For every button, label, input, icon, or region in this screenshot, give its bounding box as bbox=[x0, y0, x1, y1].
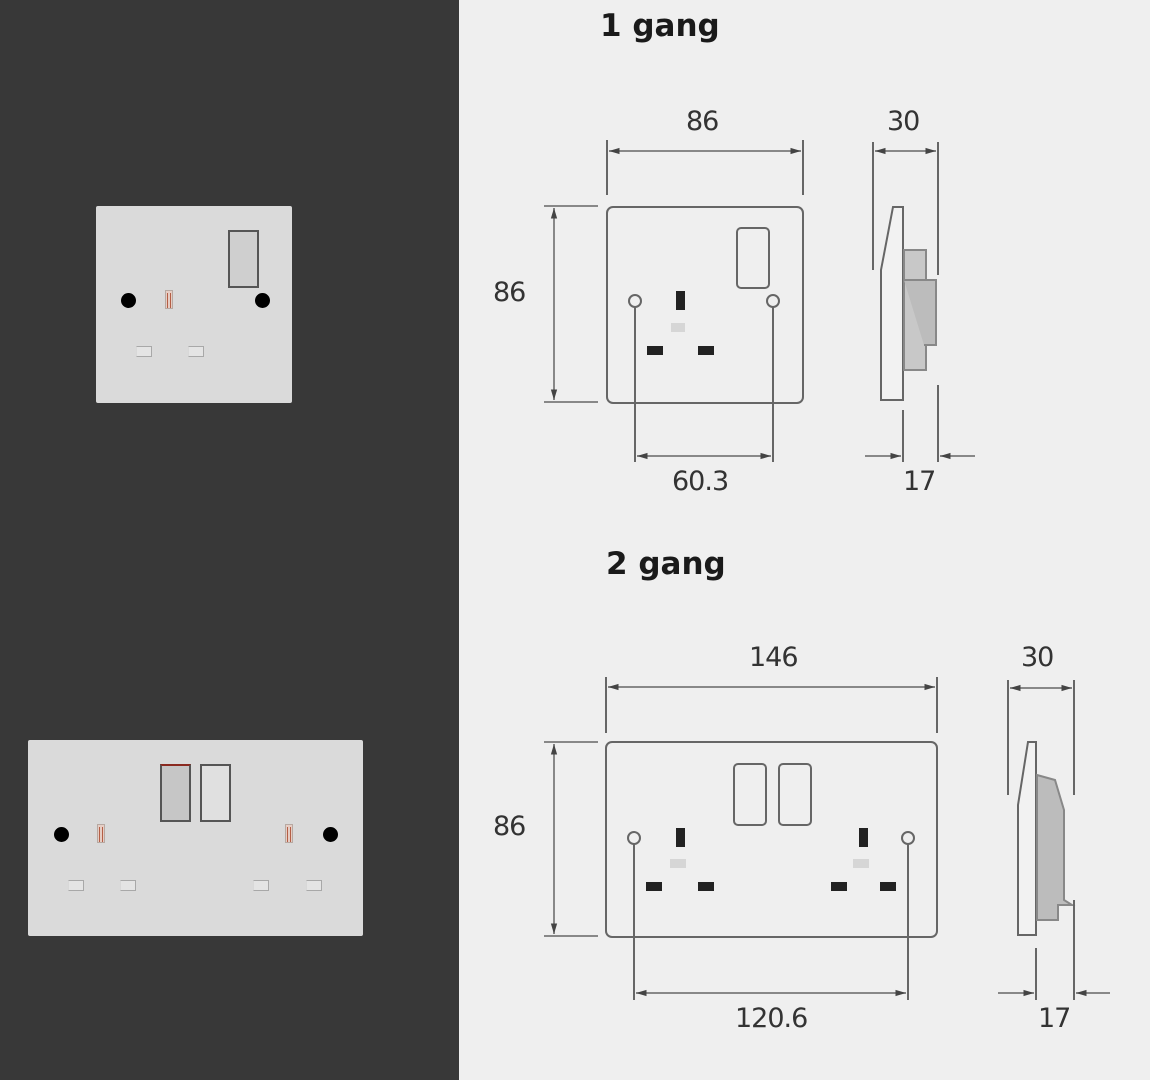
neutral-pin-slot bbox=[306, 880, 322, 891]
two-gang-front-outline bbox=[605, 741, 938, 938]
two-gang-title: 2 gang bbox=[606, 546, 726, 582]
one-gang-width-dimension: 86 bbox=[686, 106, 719, 137]
live-pin-slot bbox=[136, 346, 152, 357]
live-pin-slot bbox=[68, 880, 84, 891]
fixing-screw-icon bbox=[323, 827, 338, 842]
earth-pin-slot bbox=[97, 824, 105, 843]
fixing-screw-icon bbox=[54, 827, 69, 842]
one-gang-front-outline bbox=[606, 206, 804, 404]
one-gang-projection-dimension: 17 bbox=[903, 466, 936, 497]
two-gang-depth-dimension: 30 bbox=[1021, 642, 1054, 673]
one-gang-depth-dimension: 30 bbox=[887, 106, 920, 137]
one-gang-height-dimension: 86 bbox=[493, 277, 526, 308]
one-gang-title: 1 gang bbox=[600, 8, 720, 44]
two-gang-socket-photo bbox=[28, 740, 363, 936]
live-pin-slot bbox=[253, 880, 269, 891]
two-gang-height-dimension: 86 bbox=[493, 811, 526, 842]
two-gang-fixing-centres-dimension: 120.6 bbox=[735, 1003, 808, 1034]
two-gang-width-dimension: 146 bbox=[749, 642, 799, 673]
rocker-switch-left bbox=[160, 764, 191, 822]
two-gang-projection-dimension: 17 bbox=[1038, 1003, 1071, 1034]
earth-pin-slot bbox=[285, 824, 293, 843]
fixing-screw-icon bbox=[121, 293, 136, 308]
rocker-switch-right bbox=[200, 764, 231, 822]
photo-panel bbox=[0, 0, 459, 1080]
earth-pin-slot bbox=[165, 290, 173, 309]
neutral-pin-slot bbox=[120, 880, 136, 891]
fixing-screw-icon bbox=[255, 293, 270, 308]
rocker-switch bbox=[228, 230, 259, 288]
neutral-pin-slot bbox=[188, 346, 204, 357]
one-gang-socket-photo bbox=[96, 206, 292, 403]
one-gang-fixing-centres-dimension: 60.3 bbox=[672, 466, 729, 497]
